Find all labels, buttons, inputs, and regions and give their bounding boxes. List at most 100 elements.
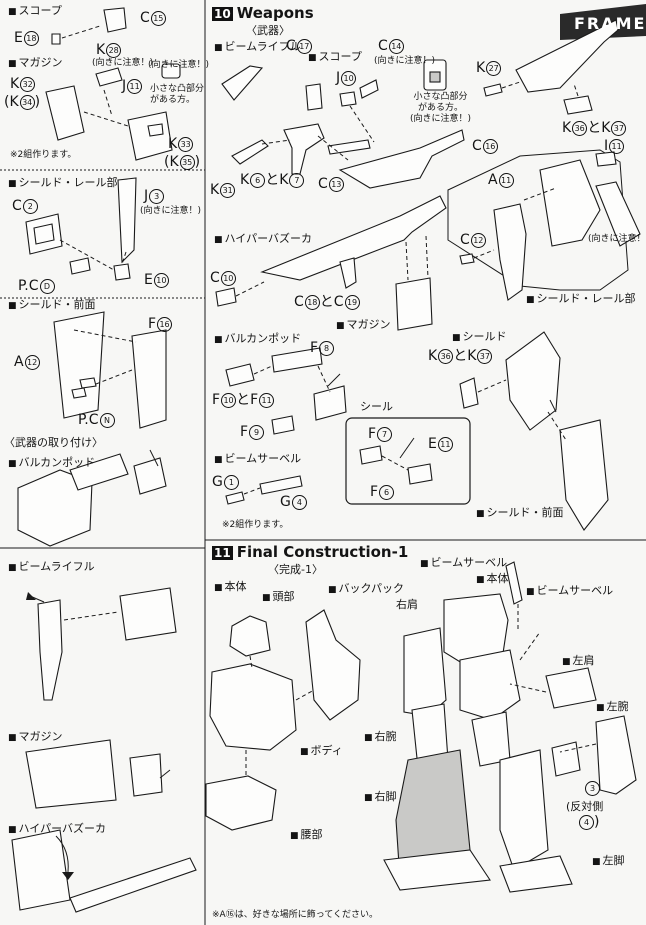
bazooka-magazine [395,277,433,331]
vulcan-mount [313,385,347,421]
shield [505,331,561,431]
label-opposite-side: (反対側 [566,800,604,813]
note-c14: (向きに注意！) [374,56,436,66]
step-10-number: 10 [212,7,233,21]
step-10-subtitle: 〈武器〉 [246,24,290,37]
note-small-bump: 小さな凸部分 がある方。 [150,84,205,105]
beam-saber-part [259,475,303,495]
label-weapons-scope: スコープ [308,50,362,65]
label-scope: スコープ [8,4,62,19]
shield-back [539,159,601,247]
vulcan-pod [225,363,255,387]
attach-rifle [37,599,63,701]
label-left-arm: 左腕 [596,700,629,715]
shield-rail-part [117,177,137,264]
note-j3: (向きに注意！) [140,206,202,216]
scope-part-2 [305,83,323,111]
frame-banner-bg [560,4,646,40]
attach-bazooka [69,857,197,913]
note-make-two-2: ※2組作ります。 [222,520,289,530]
robot-left-leg [499,749,549,871]
label-left-leg: 左脚 [592,854,625,869]
attach-heading: 〈武器の取り付け〉 [4,436,103,449]
footnote-a16: ※A⑯は、好きな場所に飾ってください。 [212,910,378,920]
code-4: 4) [578,814,599,830]
note-k28: (向きに注意！) [92,58,154,68]
shield-rail-mount [493,203,527,301]
beam-saber-final [505,561,523,605]
label-shield-rail: シールド・レール部 [8,176,118,191]
vulcan-inset-box [345,417,471,505]
label-seal: シール [360,400,393,413]
bazooka-body [260,195,447,281]
scope-part [103,7,127,33]
label-torso: ボディ [300,744,343,759]
backpack [305,609,361,721]
robot-right-shoulder [403,627,447,717]
label-shield-front: シールド・前面 [8,298,96,313]
label-shield-rail-2: シールド・レール部 [526,292,636,307]
label-waist: 腰部 [290,828,323,843]
label-right-shoulder: 右肩 [396,598,418,611]
step-11-subtitle: 〈完成-1〉 [268,563,323,576]
head-part [229,615,271,657]
c10-part [215,287,237,307]
rifle-k27 [515,19,619,93]
note-make-two: ※2組作ります。 [10,150,77,160]
label-right-leg: 右脚 [364,790,397,805]
label-body-2: 本体 [476,572,509,587]
note-shield: (向きに注意！) [588,234,646,244]
label-attach-vulcan: バルカンポッド [8,456,96,471]
frame-banner: FRAME [574,14,646,33]
step-11-number: 11 [212,546,233,560]
label-shield-front-2: シールド・前面 [476,506,564,521]
waist-part [205,775,277,831]
label-body: 本体 [214,580,247,595]
label-attach-rifle: ビームライフル [8,560,95,575]
note-small-bump-2: 小さな凸部分 がある方。 (向きに注意！) [410,92,472,124]
rifle-grip [283,123,325,175]
label-head: 頭部 [262,590,295,605]
rifle-stock [231,139,269,165]
label-magazine: マガジン [8,56,63,71]
label-hyper-bazooka: ハイパーバズーカ [214,232,312,247]
label-attach-bazooka: ハイパーバズーカ [8,822,106,837]
label-bazooka-magazine: マガジン [336,318,391,333]
attach-magazine-robot [25,739,117,809]
note-j11: (向きに注意！) [148,60,210,70]
label-right-arm: 右腕 [364,730,397,745]
attach-magazine-part [129,753,163,797]
